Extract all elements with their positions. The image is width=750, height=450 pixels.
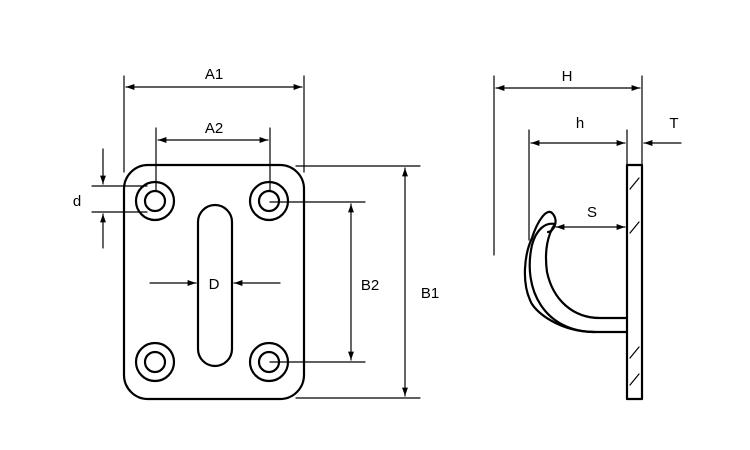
label-b2: B2: [361, 277, 379, 294]
mounting-hole-bottom-left: [134, 341, 176, 383]
center-slot: [196, 203, 234, 368]
side-plate-hatching: [629, 177, 640, 386]
label-D: D: [209, 276, 220, 293]
label-S: S: [587, 204, 597, 221]
dimension-a2: [155, 127, 271, 191]
front-view: A1 A2 d D B2: [73, 66, 439, 401]
hook-outer-curve: [523, 210, 597, 334]
dimension-h-total: [493, 75, 643, 256]
label-a1: A1: [205, 66, 223, 83]
dimension-b1: [295, 165, 421, 399]
label-d: d: [73, 193, 81, 210]
label-b1: B1: [421, 285, 439, 302]
dimension-a1: [123, 75, 305, 173]
label-a2: A2: [205, 120, 223, 137]
dimension-h-inner: [528, 129, 628, 241]
mounting-hole-top-left: [134, 180, 176, 222]
base-plate-outline: [122, 163, 306, 401]
mounting-hole-top-right: [248, 180, 290, 222]
dimension-b2: [269, 201, 366, 363]
label-H: H: [562, 68, 573, 85]
label-h: h: [576, 115, 584, 132]
label-T: T: [669, 115, 678, 132]
side-view: H h T S: [493, 68, 682, 401]
dimension-d: [91, 148, 148, 249]
side-plate: [625, 163, 644, 401]
